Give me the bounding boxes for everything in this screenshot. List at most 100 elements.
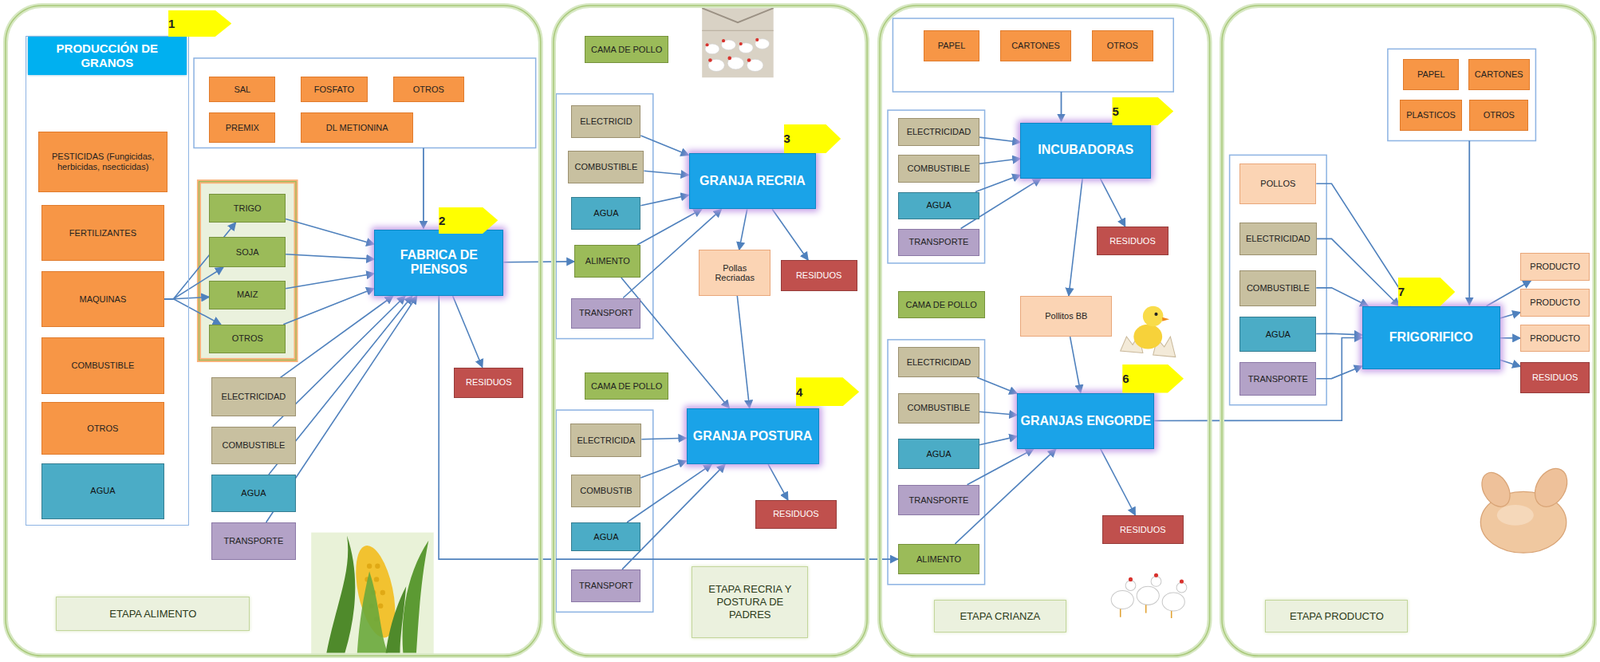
box-label: TRANSPORTE (220, 535, 286, 547)
box-label: Pollas Recriadas (699, 263, 770, 284)
flow-arrow (979, 158, 1021, 164)
callout-number: 6 (1122, 364, 1184, 394)
waste-box: RESIDUOS (453, 367, 524, 399)
input-box: MAQUINAS (41, 271, 165, 328)
flow-arrow (285, 254, 375, 260)
flow-arrow (975, 174, 1021, 192)
box-label: COMBUSTIBLE (905, 402, 974, 414)
water-box: AGUA (571, 197, 641, 230)
box-label: CAMA DE POLLO (588, 44, 665, 56)
box-label: POLLOS (1257, 178, 1298, 190)
stage-panel: ETAPA RECRIA Y POSTURA DE PADRES CAMA DE … (551, 3, 870, 659)
box-label: CAMA DE POLLO (588, 381, 665, 392)
flow-arrow (640, 461, 686, 478)
transport-box: TRANSPORTE (1239, 362, 1317, 396)
process-box: FRIGORIFICO (1362, 306, 1501, 370)
flow-arrow (1500, 312, 1522, 319)
output-box: PRODUCTO (1520, 288, 1590, 317)
box-label: GRANJAS ENGORDE (1018, 413, 1155, 429)
box-label: PAPEL (1414, 69, 1448, 80)
flow-arrow (643, 170, 689, 175)
stage-label: ETAPA RECRIA Y POSTURA DE PADRES (691, 566, 808, 639)
box-label: ELECTRICIDAD (1243, 233, 1313, 245)
group-heading: PRODUCCIÓN DE GRANOS (27, 36, 187, 75)
feed-box: CAMA DE POLLO (584, 35, 669, 64)
grain-group-outline (198, 181, 296, 361)
box-label: PLASTICOS (1403, 110, 1459, 121)
box-label: TRANSPORTE (906, 236, 971, 248)
energy-box: COMBUSTIBLE (567, 150, 644, 184)
flow-arrow (1316, 183, 1411, 306)
output-box: PRODUCTO (1520, 324, 1590, 353)
hens-picture (1111, 573, 1187, 619)
water-box: AGUA (898, 438, 980, 469)
flow-arrow (1316, 366, 1363, 379)
flow-arrow (285, 219, 375, 245)
flow-arrow (1100, 449, 1136, 516)
energy-box: COMBUSTIB (571, 474, 641, 508)
transport-box: TRANSPORT (571, 569, 641, 603)
box-label: INCUBADORAS (1035, 142, 1136, 158)
box-label: OTROS (410, 84, 447, 95)
box-label: TRANSPORTE (906, 495, 971, 506)
box-label: PRODUCTO (1527, 333, 1583, 344)
energy-box: ELECTRICID (571, 105, 641, 138)
callout-number: 1 (168, 10, 232, 37)
box-label: ELECTRICIDAD (904, 357, 974, 368)
input-box: PAPEL (1402, 59, 1459, 90)
box-label: FERTILIZANTES (66, 228, 139, 239)
box-label: OTROS (229, 333, 266, 344)
box-label: AGUA (238, 488, 268, 499)
input-box: PREMIX (208, 112, 276, 143)
box-label: ELECTRICIDA (575, 435, 639, 446)
box-label: OTROS (1104, 40, 1141, 52)
waste-box: RESIDUOS (1096, 226, 1169, 256)
box-label: AGUA (591, 208, 621, 219)
box-label: FABRICA DE PIENSOS (374, 248, 503, 278)
output-box: Pollitos BB (1020, 295, 1112, 337)
callout-number: 5 (1111, 97, 1174, 127)
flow-arrow (637, 208, 702, 245)
stage-outline-line (879, 5, 1210, 656)
stage-outline-line (553, 5, 867, 656)
box-label: PRODUCTO (1527, 297, 1583, 308)
energy-box: ELECTRICIDAD (1239, 222, 1317, 256)
flow-arrow (1070, 336, 1081, 393)
box-label: RESIDUOS (1107, 236, 1158, 247)
input-box: OTROS (1469, 99, 1529, 131)
input-box: FERTILIZANTES (41, 204, 165, 261)
box-label: TRIGO (231, 203, 265, 214)
flow-arrow (1500, 359, 1522, 367)
flow-arrow (772, 208, 808, 261)
flow-arrow (453, 295, 483, 368)
feed-box: MAIZ (208, 280, 286, 310)
stage-outline-line (1221, 5, 1595, 656)
flow-arrow (736, 295, 749, 409)
energy-box: ELECTRICIDAD (898, 346, 980, 378)
energy-box: COMBUSTIBLE (898, 393, 980, 424)
group-box: PRODUCCIÓN DE GRANOSPESTICIDAS (Fungicid… (25, 35, 190, 526)
box-label: FOSFATO (311, 84, 357, 95)
box-label: COMBUSTIB (577, 485, 635, 497)
chick-picture (1120, 306, 1176, 358)
box-label: RESIDUOS (770, 508, 821, 520)
box-label: COMBUSTIBLE (571, 161, 640, 173)
stage-label: ETAPA ALIMENTO (55, 596, 250, 631)
box-label: FRIGORIFICO (1387, 330, 1476, 345)
box-label: Pollitos BB (1042, 311, 1090, 322)
box-label: TRANSPORT (576, 580, 636, 592)
box-label: ELECTRICIDAD (904, 126, 974, 138)
box-label: TRANSPORTE (1245, 374, 1311, 385)
box-label: AGUA (923, 449, 954, 460)
stage-outline-glow (879, 5, 1210, 656)
flow-arrow (640, 195, 689, 206)
waste-box: RESIDUOS (1102, 515, 1184, 544)
waste-box: RESIDUOS (755, 500, 837, 529)
poultry-house-picture (701, 7, 774, 78)
energy-box: ELECTRICIDA (570, 423, 642, 458)
process-box: INCUBADORAS (1020, 122, 1151, 179)
box-label: PREMIX (223, 122, 262, 134)
flow-arrow (979, 411, 1017, 415)
box-label: ELECTRICIDAD (219, 391, 289, 402)
